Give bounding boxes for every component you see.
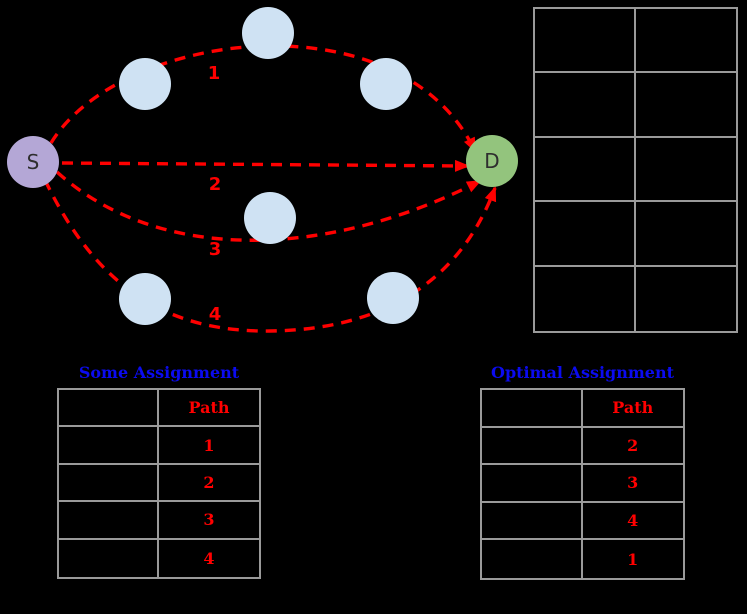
optimal-assignment-title: Optimal Assignment (491, 363, 674, 382)
edge-label-3: 3 (209, 239, 222, 260)
path-value-cell: 1 (159, 427, 259, 465)
path-value-cell: 1 (627, 549, 639, 569)
path-column-header: Path (159, 390, 259, 428)
some-assignment-table: Path 1 2 3 4 (57, 388, 261, 579)
table-cell (59, 464, 159, 503)
table-cell (535, 266, 636, 331)
table-cell (59, 390, 159, 428)
edge-path-3 (55, 170, 482, 242)
relay-node-2 (242, 7, 294, 59)
relay-node-6 (367, 272, 419, 324)
edge-label-4: 4 (209, 304, 222, 325)
source-node-label: S (27, 150, 40, 174)
path-value-cell: 4 (582, 503, 683, 541)
table-cell (635, 138, 736, 203)
table-cell (535, 9, 636, 74)
table-cell (535, 137, 636, 203)
edge-path-4 (43, 179, 497, 333)
table-cell (482, 540, 583, 578)
table-cell (482, 502, 583, 541)
edge-path-1 (49, 44, 477, 153)
empty-metrics-table (533, 7, 738, 333)
relay-node-4 (244, 192, 296, 244)
table-cell (635, 9, 736, 74)
path-column-header: Path (582, 390, 683, 428)
relay-node-5 (119, 273, 171, 325)
path-value-cell: 3 (582, 465, 683, 503)
some-assignment-title: Some Assignment (78, 363, 240, 382)
edge-label-1: 1 (208, 63, 221, 84)
relay-node-1 (119, 58, 171, 110)
table-cell (535, 73, 636, 138)
table-cell (482, 465, 583, 503)
edge-path-2 (61, 159, 470, 172)
table-cell (635, 202, 736, 267)
optimal-assignment-table: Path 2 3 4 1 (480, 388, 685, 580)
table-cell (482, 390, 583, 428)
table-cell (59, 539, 159, 577)
source-node (7, 136, 59, 188)
table-cell (482, 427, 583, 466)
path-value-cell: 4 (203, 548, 215, 568)
table-cell (635, 73, 736, 138)
edge-label-2: 2 (209, 174, 222, 195)
path-value-cell: 3 (159, 502, 259, 540)
path-value-cell: 2 (159, 465, 259, 503)
path-value-cell: 2 (582, 428, 683, 466)
relay-node-3 (360, 58, 412, 110)
table-cell (59, 427, 159, 465)
table-cell (636, 267, 737, 331)
table-cell (535, 202, 636, 267)
destination-node (466, 135, 518, 187)
table-cell (59, 502, 159, 540)
destination-node-label: D (484, 149, 499, 173)
